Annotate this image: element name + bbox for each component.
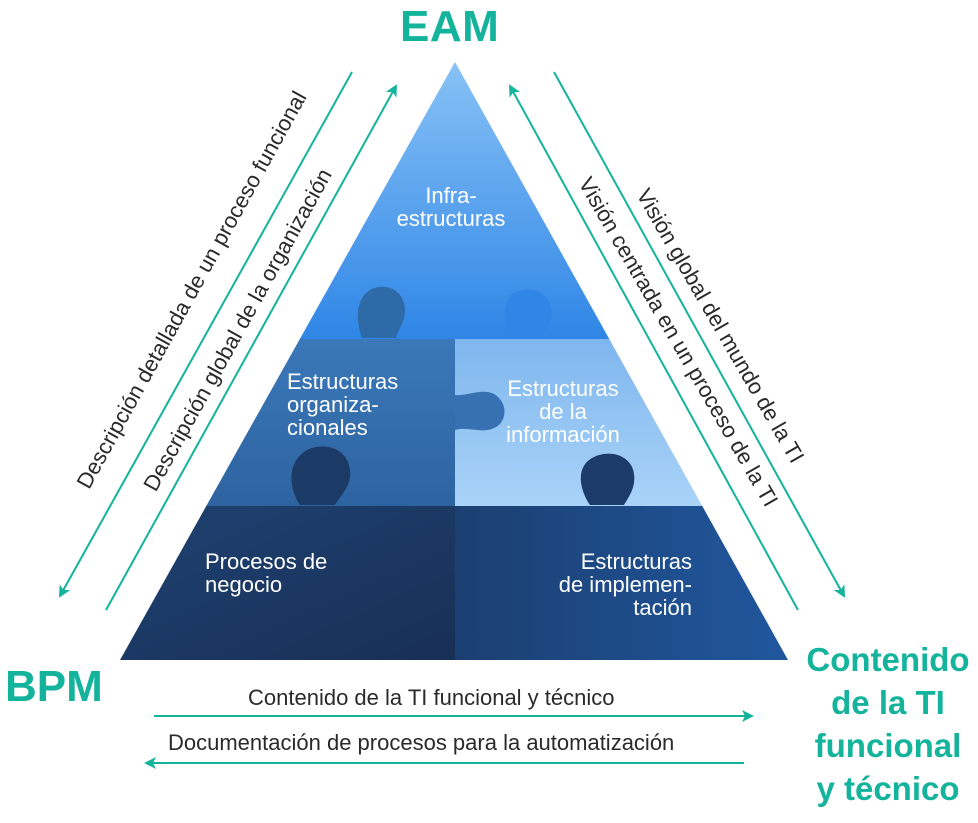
arrow-left-outer: [59, 71, 353, 598]
piece-label-info: Estructuras de la información: [488, 377, 638, 446]
piece-label-infra: Infra- estructuras: [376, 184, 526, 230]
content-label-line: Contenido: [806, 641, 970, 678]
piece-label-line: de implemen-: [558, 572, 692, 597]
content-label-line: de la TI: [831, 684, 945, 721]
knob-middle-right-bottom: [580, 453, 635, 505]
piece-label-line: Estructuras: [580, 549, 692, 574]
piece-label-impl: Estructuras de implemen- tación: [520, 550, 692, 619]
piece-label-line: Estructuras: [507, 376, 619, 401]
eam-label: EAM: [400, 2, 500, 51]
piece-label-org: Estructuras organiza- cionales: [287, 370, 437, 439]
piece-label-line: Procesos de: [205, 549, 328, 574]
content-label-line: y técnico: [816, 770, 960, 807]
arrow-left-inner: [105, 84, 397, 611]
piece-label-line: información: [506, 422, 620, 447]
arrow-right-inner: [509, 84, 799, 611]
piece-label-procesos: Procesos de negocio: [205, 550, 375, 596]
piece-label-line: Estructuras: [287, 369, 399, 394]
knob-top-left: [357, 286, 405, 338]
bpm-label: BPM: [5, 662, 103, 711]
piece-label-line: de la: [539, 399, 587, 424]
knob-middle-left-bottom: [291, 446, 351, 505]
arrow-right-outer: [553, 71, 845, 598]
piece-label-line: tación: [633, 595, 692, 620]
arrow-bottom-top-text: Contenido de la TI funcional y técnico: [248, 685, 615, 710]
piece-label-line: estructuras: [396, 206, 506, 231]
piece-label-line: negocio: [205, 572, 283, 597]
arrow-bottom-bottom-text: Documentación de procesos para la automa…: [168, 730, 675, 755]
knob-middle-center: [455, 391, 505, 431]
piece-label-line: organiza-: [287, 392, 379, 417]
piece-label-line: cionales: [287, 415, 368, 440]
piece-label-line: Infra-: [425, 183, 477, 208]
content-label-line: funcional: [814, 727, 962, 764]
knob-top-right: [505, 289, 552, 338]
content-label: Contenido de la TI funcional y técnico: [800, 638, 976, 810]
